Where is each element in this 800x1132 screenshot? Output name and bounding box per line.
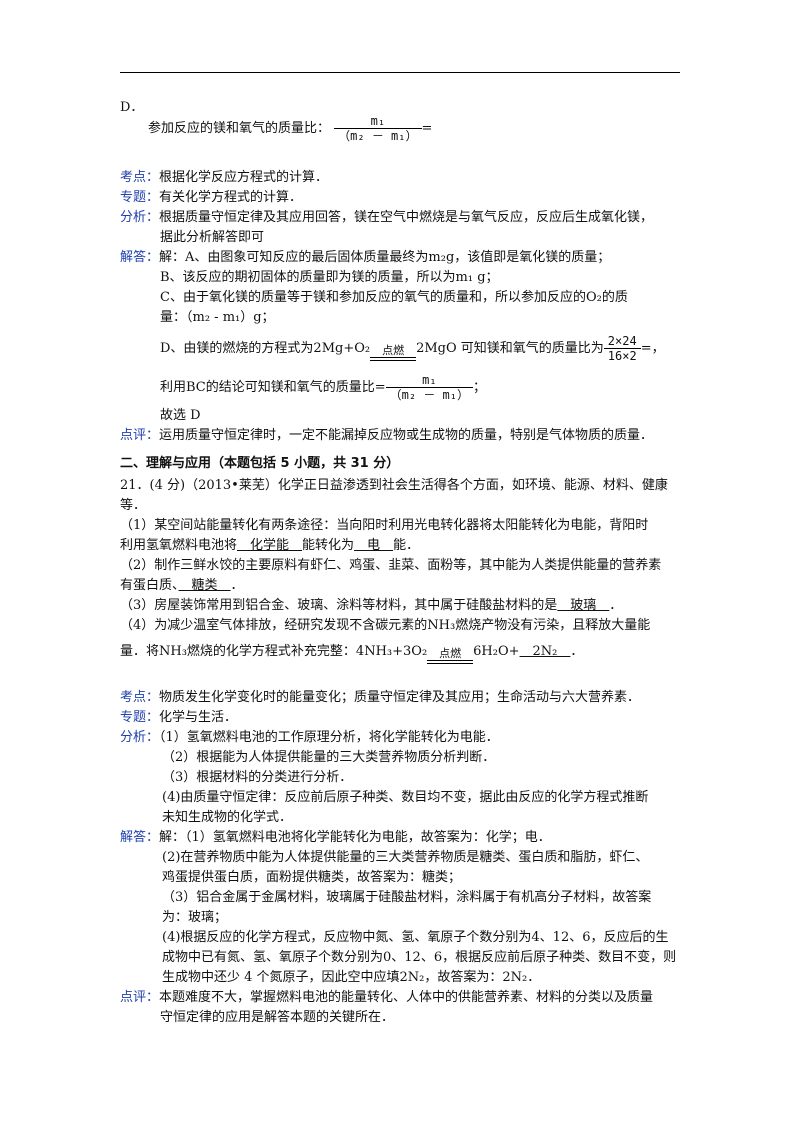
answer-blank: 玻璃 xyxy=(557,598,610,613)
q20-solution: 考点：根据化学反应方程式的计算． 专题：有关化学方程式的计算． 分析：根据质量守… xyxy=(120,170,665,443)
header-rule xyxy=(120,72,680,73)
kaodian-label: 考点： xyxy=(120,170,160,185)
fenxi-label: 分析： xyxy=(120,730,160,745)
fenxi-text: 根据质量守恒定律及其应用回答，镁在空气中燃烧是与氧气反应，反应后生成氧化镁， xyxy=(159,210,654,225)
kaodian-text: 根据化学反应方程式的计算． xyxy=(159,170,329,185)
jieda-label: 解答： xyxy=(120,250,160,265)
dianping-label: 点评： xyxy=(120,428,160,443)
answer-blank: 2N₂ xyxy=(519,644,571,659)
option-d-fraction: m₁ （m₂ － m₁） xyxy=(334,114,422,143)
option-d: D． 参加反应的镁和氧气的质量比： m₁ （m₂ － m₁） = xyxy=(120,98,680,143)
jieda-label: 解答： xyxy=(120,830,160,845)
zhuanti-label: 专题： xyxy=(120,710,160,725)
answer-blank: 电 xyxy=(354,538,394,553)
dianping-label: 点评： xyxy=(120,990,160,1005)
question-21: 21．(4 分)（2013•莱芜）化学正日益渗透到社会生活得各个方面，如环境、能… xyxy=(120,476,680,664)
option-d-letter: D． xyxy=(120,100,144,115)
option-d-text: 参加反应的镁和氧气的质量比： xyxy=(148,121,331,136)
zhuanti-text: 有关化学方程式的计算． xyxy=(159,190,303,205)
fraction-numerator: m₁ xyxy=(334,114,422,129)
answer-blank: 糖类 xyxy=(178,578,231,593)
q21-solution: 考点：物质发生化学变化时的能量变化；质量守恒定律及其应用；生命活动与六大营养素．… xyxy=(120,690,677,1025)
reaction-arrow: 点燃 xyxy=(370,345,417,361)
fenxi-label: 分析： xyxy=(120,210,160,225)
bc-fraction: m₁（m₂ － m₁） xyxy=(385,373,473,402)
kaodian-label: 考点： xyxy=(120,690,160,705)
reaction-arrow: 点燃 xyxy=(427,648,474,664)
answer-blank: 化学能 xyxy=(237,538,303,553)
fraction-denominator: （m₂ － m₁） xyxy=(338,129,418,143)
section-title: 二、理解与应用（本题包括 5 小题，共 31 分） xyxy=(120,456,400,471)
zhuanti-label: 专题： xyxy=(120,190,160,205)
